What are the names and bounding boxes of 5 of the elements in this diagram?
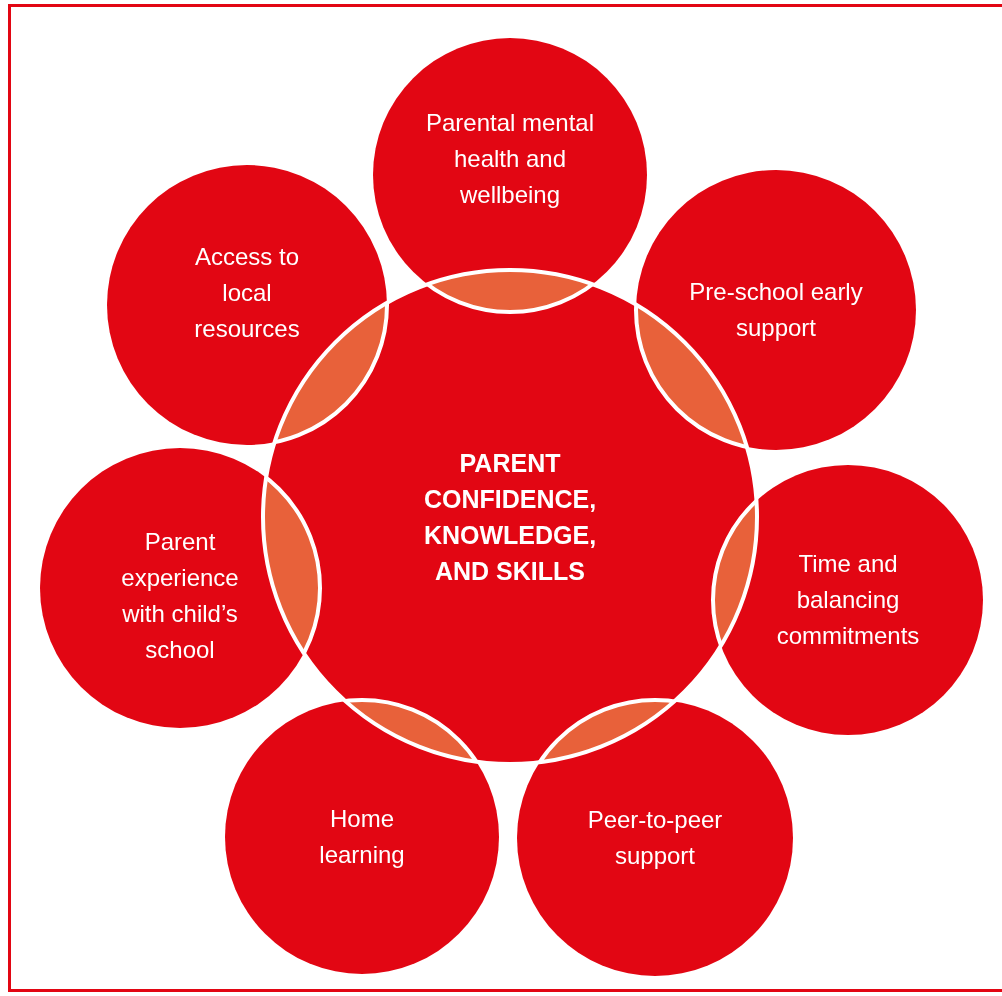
factor-label: Access to local resources [182,239,312,347]
factor-label: Pre-school early support [681,274,871,346]
factor-label: Peer-to-peer support [567,802,743,874]
center-heading: PARENT CONFIDENCE, KNOWLEDGE, AND SKILLS [405,445,615,589]
factor-label: Home learning [302,801,422,873]
